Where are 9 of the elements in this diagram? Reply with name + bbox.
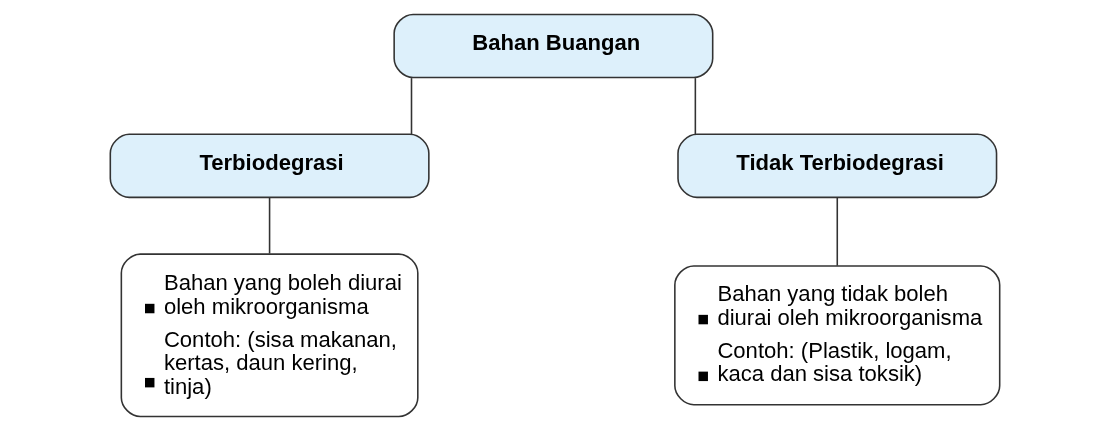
node-box: Tidak Terbiodegrasi [677,133,998,199]
node-box: Bahan yang tidak boleh diurai oleh mikroorganisma Contoh: (Plastik, logam, kaca dan sisa toksik) [674,265,1001,406]
node-box: Terbiodegrasi [109,133,430,199]
connector [410,77,413,135]
connector [268,196,271,255]
connector [836,196,839,267]
node-box: Bahan yang boleh diurai oleh mikroorganisma Contoh: (sisa makanan, kertas, daun kering, tinja) [120,253,419,418]
node-box: Bahan Buangan [393,13,714,79]
connector [694,77,697,135]
